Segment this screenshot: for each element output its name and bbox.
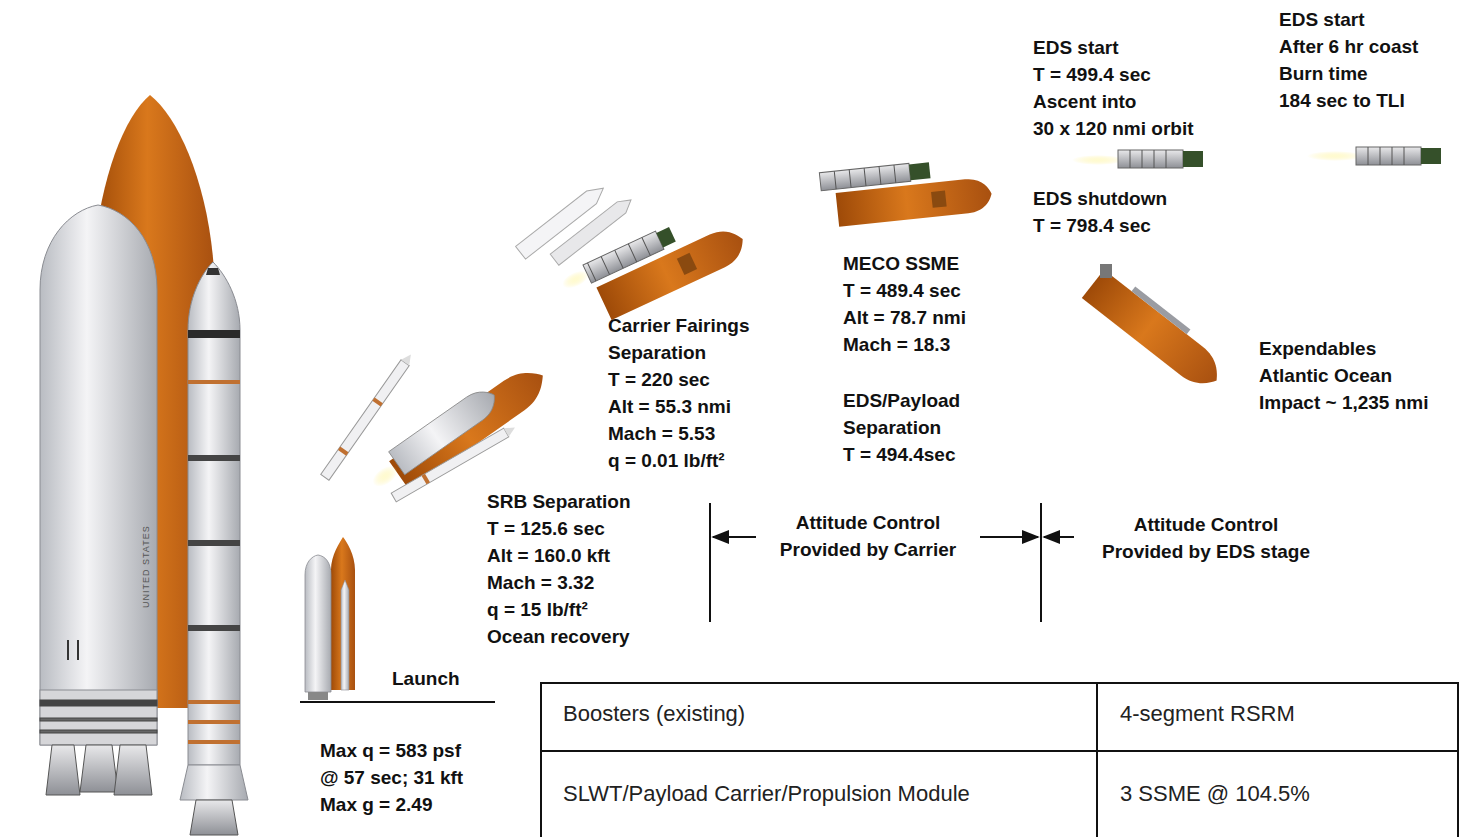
vehicle-large — [40, 95, 248, 835]
vehicle-small — [300, 537, 495, 702]
text-line: EDS/Payload — [843, 387, 960, 414]
table-cell: 4-segment RSRM — [1120, 700, 1295, 728]
fairing-separation-stage — [516, 182, 751, 320]
event-label: EDS start After 6 hr coast Burn time 184… — [1279, 6, 1418, 114]
text-line: EDS shutdown — [1033, 185, 1167, 212]
text-line: T = 489.4 sec — [843, 277, 966, 304]
text-line: Burn time — [1279, 60, 1418, 87]
vehicle-marking: UNITED STATES — [141, 525, 151, 608]
eds-stage — [1072, 147, 1441, 168]
table-cell: Boosters (existing) — [563, 700, 745, 728]
event-label: EDS start T = 499.4 sec Ascent into 30 x… — [1033, 34, 1194, 142]
text-line: Alt = 160.0 kft — [487, 542, 631, 569]
text-line: T = 220 sec — [608, 366, 750, 393]
text-line: Mach = 5.53 — [608, 420, 750, 447]
text-line: Provided by Carrier — [760, 536, 976, 563]
attitude-brackets — [710, 503, 1074, 622]
text-line: T = 494.4sec — [843, 441, 960, 468]
text-line: Atlantic Ocean — [1259, 362, 1429, 389]
text-line: Separation — [843, 414, 960, 441]
text-line: Ascent into — [1033, 88, 1194, 115]
table-cell: 3 SSME @ 104.5% — [1120, 780, 1310, 808]
spec-table — [541, 683, 1458, 837]
stat-label: Max q = 583 psf @ 57 sec; 31 kft Max g =… — [320, 737, 463, 818]
event-label: SRB Separation T = 125.6 sec Alt = 160.0… — [487, 488, 631, 650]
text-line: After 6 hr coast — [1279, 33, 1418, 60]
text-line: EDS start — [1279, 6, 1418, 33]
text-line: Attitude Control — [760, 509, 976, 536]
text-line: 30 x 120 nmi orbit — [1033, 115, 1194, 142]
text-line: Mach = 18.3 — [843, 331, 966, 358]
event-label: Expendables Atlantic Ocean Impact ~ 1,23… — [1259, 335, 1429, 416]
launch-label: Launch — [392, 665, 460, 692]
text-line: q = 0.01 lb/ft² — [608, 447, 750, 474]
event-label: Carrier Fairings Separation T = 220 sec … — [608, 312, 750, 474]
expendables — [1082, 264, 1232, 395]
table-cell: SLWT/Payload Carrier/Propulsion Module — [563, 780, 970, 808]
text-line: Max q = 583 psf — [320, 737, 463, 764]
meco-stage — [819, 161, 993, 226]
event-label: MECO SSME T = 489.4 sec Alt = 78.7 nmi M… — [843, 250, 966, 358]
text-line: Impact ~ 1,235 nmi — [1259, 389, 1429, 416]
text-line: MECO SSME — [843, 250, 966, 277]
text-line: Attitude Control — [1078, 511, 1334, 538]
text-line: Mach = 3.32 — [487, 569, 631, 596]
text-line: EDS start — [1033, 34, 1194, 61]
text-line: Max g = 2.49 — [320, 791, 463, 818]
bracket-label: Attitude Control Provided by EDS stage — [1078, 511, 1334, 565]
event-label: EDS/Payload Separation T = 494.4sec — [843, 387, 960, 468]
text-line: Separation — [608, 339, 750, 366]
event-label: EDS shutdown T = 798.4 sec — [1033, 185, 1167, 239]
text-line: Ocean recovery — [487, 623, 631, 650]
text-line: Alt = 78.7 nmi — [843, 304, 966, 331]
text-line: Expendables — [1259, 335, 1429, 362]
text-line: Provided by EDS stage — [1078, 538, 1334, 565]
text-line: 184 sec to TLI — [1279, 87, 1418, 114]
text-line: SRB Separation — [487, 488, 631, 515]
srb-separation-stage — [321, 352, 553, 506]
text-line: T = 499.4 sec — [1033, 61, 1194, 88]
bracket-label: Attitude Control Provided by Carrier — [760, 509, 976, 563]
text-line: @ 57 sec; 31 kft — [320, 764, 463, 791]
text-line: T = 125.6 sec — [487, 515, 631, 542]
text-line: T = 798.4 sec — [1033, 212, 1167, 239]
text-line: Carrier Fairings — [608, 312, 750, 339]
text-line: q = 15 lb/ft² — [487, 596, 631, 623]
text-line: Alt = 55.3 nmi — [608, 393, 750, 420]
